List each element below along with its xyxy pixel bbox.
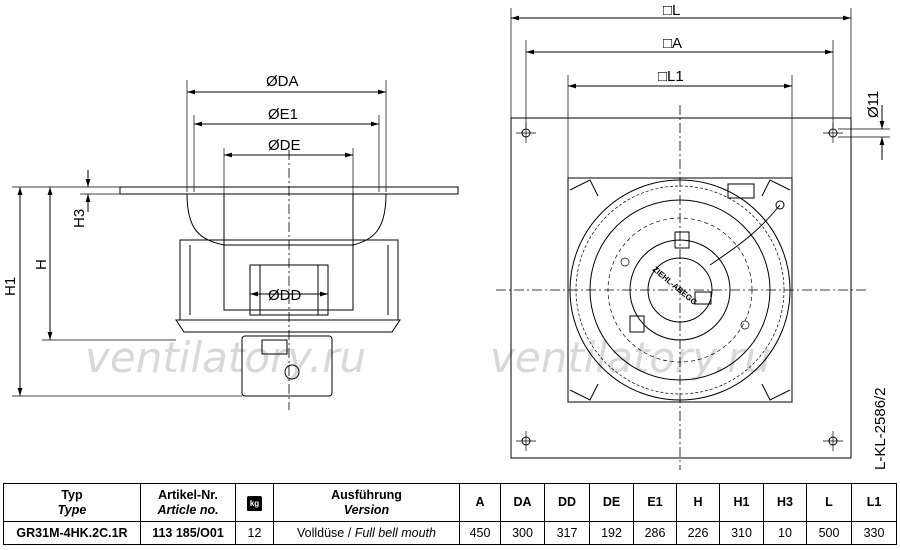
mounting-holes	[516, 123, 843, 451]
cell-l1: 330	[851, 521, 897, 545]
cell-a: 450	[459, 521, 501, 545]
dim-label-l1: □L1	[658, 68, 684, 85]
header-h: H	[676, 483, 720, 522]
dim-label-h: H	[33, 259, 50, 270]
front-view: □L □A □L1 Ø11	[496, 2, 890, 470]
watermark-left: ventilatory.ru	[85, 333, 366, 382]
header-l: L	[806, 483, 852, 522]
nameplate-text: ZIEHL-ABEGG	[651, 265, 699, 307]
cell-weight: 12	[235, 521, 274, 545]
dim-label-dd: ØDD	[268, 287, 302, 304]
dim-label-da: ØDA	[266, 73, 299, 90]
header-da: DA	[500, 483, 545, 522]
header-l1: L1	[851, 483, 897, 522]
header-de: DE	[589, 483, 634, 522]
side-view: ØDA ØE1 ØDE ØDD	[2, 73, 459, 410]
header-weight: kg	[235, 483, 274, 522]
header-article: Artikel-Nr.Article no.	[140, 483, 236, 522]
cell-h: 226	[676, 521, 720, 545]
cell-dd: 317	[544, 521, 590, 545]
dim-label-l: □L	[663, 2, 680, 19]
table-row: GR31M-4HK.2C.1R 113 185/O01 12 Volldüse …	[3, 521, 897, 545]
technical-drawing: ventilatory.ru ventilatory.ru ØDA ØE1 ØD…	[2, 2, 890, 470]
header-e1: E1	[633, 483, 677, 522]
cell-h3: 10	[763, 521, 807, 545]
header-a: A	[459, 483, 501, 522]
cell-version: Volldüse / Full bell mouth	[273, 521, 460, 545]
header-dd: DD	[544, 483, 590, 522]
cell-type: GR31M-4HK.2C.1R	[3, 521, 141, 545]
cell-h1: 310	[719, 521, 764, 545]
dim-label-e1: ØE1	[268, 106, 298, 123]
cell-l: 500	[806, 521, 852, 545]
dim-label-h1: H1	[2, 277, 19, 296]
document-number: L-KL-2586/2	[872, 387, 889, 470]
dim-label-de: ØDE	[268, 137, 301, 154]
cell-de: 192	[589, 521, 634, 545]
weight-icon: kg	[247, 495, 262, 511]
dim-label-h3: H3	[71, 209, 88, 228]
dim-label-a: □A	[663, 35, 682, 52]
cell-e1: 286	[633, 521, 677, 545]
watermark-right: ventilatory.ru	[490, 333, 771, 382]
cell-da: 300	[500, 521, 545, 545]
cell-article: 113 185/O01	[140, 521, 236, 545]
header-h1: H1	[719, 483, 764, 522]
header-h3: H3	[763, 483, 807, 522]
dim-label-hole: Ø11	[865, 91, 882, 118]
